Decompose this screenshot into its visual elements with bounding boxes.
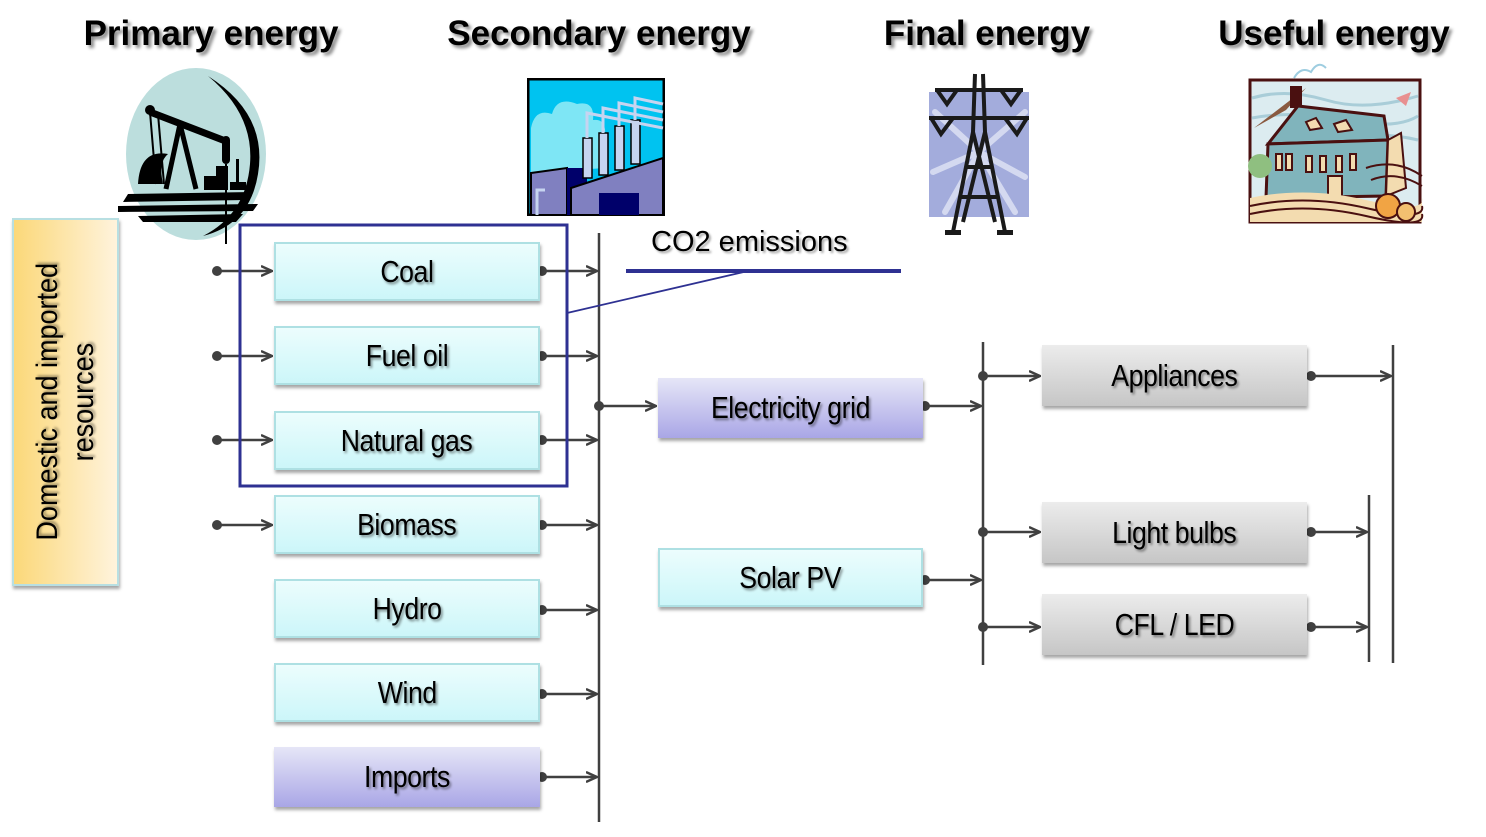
node-label: Electricity grid: [710, 390, 871, 425]
node-label: Imports: [364, 759, 450, 794]
resources-box: Domestic and imported resources: [12, 218, 119, 586]
node-coal[interactable]: Coal: [274, 242, 540, 301]
node-wind[interactable]: Wind: [274, 663, 540, 722]
node-imports[interactable]: Imports: [274, 747, 540, 807]
co2-emissions-label: CO2 emissions: [651, 226, 848, 258]
stage-title-secondary: Secondary energy: [447, 14, 751, 53]
fossil-fuel-group-outline: [238, 223, 569, 488]
node-label: Biomass: [357, 506, 457, 542]
node-biomass[interactable]: Biomass: [274, 495, 540, 554]
node-electricity-grid[interactable]: Electricity grid: [658, 378, 923, 438]
stage-title-useful: Useful energy: [1218, 14, 1450, 53]
power-plant-icon: [527, 78, 665, 216]
house-icon: [1248, 63, 1424, 224]
node-label: Fuel oil: [365, 337, 449, 373]
node-cfl-led[interactable]: CFL / LED: [1042, 594, 1307, 655]
resources-label-line-1: Domestic and imported: [30, 263, 64, 541]
resources-label: Domestic and imported resources: [30, 222, 102, 582]
node-label: Wind: [377, 674, 437, 710]
node-label: CFL / LED: [1114, 606, 1235, 642]
node-natural-gas[interactable]: Natural gas: [274, 411, 540, 470]
stage-title-final: Final energy: [883, 14, 1091, 53]
stage-title-primary: Primary energy: [83, 14, 339, 53]
node-hydro[interactable]: Hydro: [274, 579, 540, 638]
node-solar-pv[interactable]: Solar PV: [658, 548, 923, 607]
node-light-bulbs[interactable]: Light bulbs: [1042, 502, 1307, 563]
oil-pump-icon: [118, 68, 266, 244]
node-label: Light bulbs: [1112, 514, 1237, 550]
node-label: Appliances: [1111, 357, 1238, 393]
node-appliances[interactable]: Appliances: [1042, 345, 1307, 406]
co2-connector-line: [566, 270, 749, 314]
node-fuel-oil[interactable]: Fuel oil: [274, 326, 540, 385]
node-label: Coal: [380, 253, 434, 289]
node-label: Natural gas: [341, 422, 473, 458]
node-label: Hydro: [372, 590, 442, 626]
resources-label-line-2: resources: [66, 342, 100, 462]
node-label: Solar PV: [739, 559, 842, 595]
transmission-tower-icon: [929, 73, 1029, 235]
